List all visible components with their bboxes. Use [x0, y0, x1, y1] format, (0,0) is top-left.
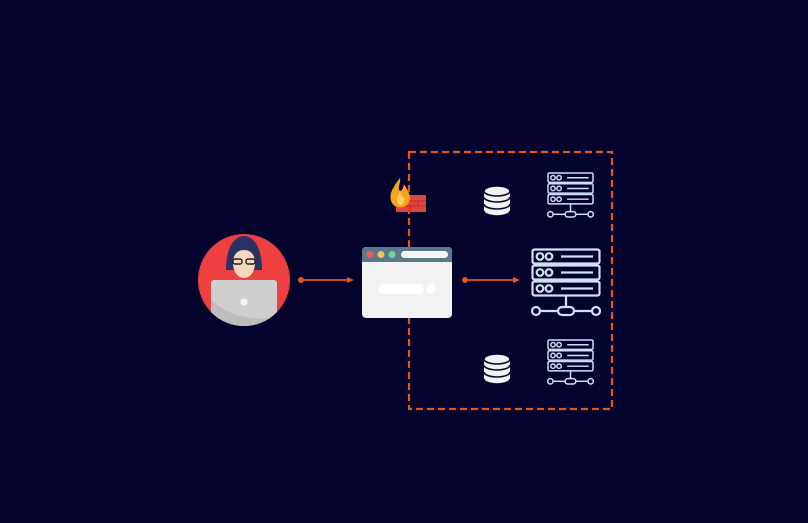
browser-window-icon [362, 247, 452, 318]
hacker-with-laptop-icon [198, 234, 290, 326]
server-rack-icon-main [531, 248, 601, 317]
arrow-webapp-to-server [462, 277, 520, 283]
database-icon-top [483, 185, 511, 217]
firewall-on-fire-icon [390, 178, 426, 212]
server-rack-icon-top [547, 172, 594, 218]
arrow-attacker-to-webapp [298, 277, 354, 283]
server-rack-icon-bottom [547, 339, 594, 385]
database-icon-bottom [483, 353, 511, 385]
trust-boundary [407, 150, 614, 411]
